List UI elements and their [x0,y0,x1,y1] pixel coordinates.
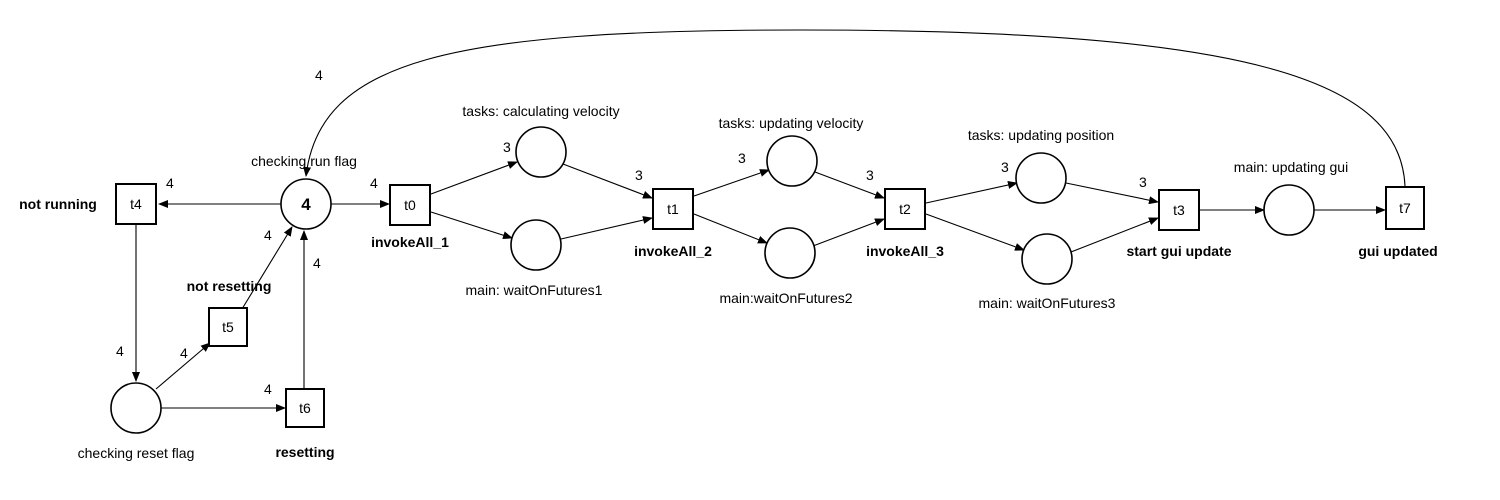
label-updating-position: tasks: updating position [968,127,1114,143]
label-updating-gui: main: updating gui [1234,159,1348,175]
place-wait-on-futures3[interactable] [1021,233,1073,285]
weight-reset-t6: 4 [264,381,272,397]
label-updating-velocity: tasks: updating velocity [719,115,864,131]
place-updating-gui[interactable] [1263,184,1315,236]
label-start-gui-update: start gui update [1126,243,1231,259]
arc-wait-futures3-to-t3 [1070,217,1159,253]
transition-id: t1 [667,201,679,217]
label-checking-run-flag: checking run flag [251,153,357,169]
places: 4 [110,126,1315,434]
place-labels: checking run flag checking reset flag ta… [78,103,1349,461]
arc-reset-flag-to-t5 [155,342,211,390]
label-resetting: resetting [275,444,334,460]
transition-t0[interactable]: t0 [389,184,431,226]
weight-t1-updvel: 3 [738,150,746,166]
transition-id: t5 [222,319,234,335]
transition-id: t6 [299,400,311,416]
weight-t7-run: 4 [315,67,323,83]
arc-wait-futures1-to-t1 [560,216,653,240]
transitions: t0 t1 t2 t3 t4 t5 t6 t7 [115,183,1425,428]
arc-t5-to-run-flag [241,226,293,310]
weight-t2-updpos: 3 [1001,159,1009,175]
place-updating-position[interactable] [1015,152,1067,204]
transition-t6[interactable]: t6 [285,388,325,428]
arc-t2-to-update-position [925,181,1018,204]
label-wait-on-futures2: main:waitOnFutures2 [719,290,852,306]
arcs [132,29,1406,412]
label-wait-on-futures1: main: waitOnFutures1 [466,282,603,298]
weight-updvel-t2: 3 [866,167,874,183]
weight-t0-calc: 3 [503,139,511,155]
transition-t5[interactable]: t5 [208,307,248,347]
arc-update-velocity-to-t2 [814,171,885,199]
arc-t2-to-wait-futures3 [925,213,1025,251]
arc-t7-to-run-flag [303,29,1406,187]
arc-weights: 4 4 4 4 4 4 4 4 3 3 3 3 3 3 [116,67,1147,397]
weight-t6-run: 4 [313,255,321,271]
arc-t1-to-wait-futures2 [693,213,768,244]
weight-calc-t1: 3 [635,167,643,183]
label-invoke-all-3: invokeAll_3 [866,243,944,259]
label-invoke-all-2: invokeAll_2 [634,243,712,259]
weight-run-t0: 4 [370,175,378,191]
label-not-resetting: not resetting [187,278,272,294]
transition-t1[interactable]: t1 [652,188,694,230]
place-updating-velocity[interactable] [766,135,818,187]
transition-t2[interactable]: t2 [884,188,926,230]
weight-t4-reset: 4 [116,343,124,359]
place-checking-run-flag[interactable]: 4 [280,178,332,230]
weight-reset-t5: 4 [180,345,188,361]
label-checking-reset-flag: checking reset flag [78,445,195,461]
transition-t4[interactable]: t4 [115,183,157,225]
place-wait-on-futures1[interactable] [510,219,562,271]
arc-t0-to-calc-velocity [430,161,518,195]
arc-t0-to-wait-futures1 [430,211,513,240]
transition-t7[interactable]: t7 [1385,186,1425,230]
label-not-running: not running [19,196,97,212]
label-calculating-velocity: tasks: calculating velocity [462,103,619,119]
arc-t1-to-update-velocity [693,169,770,197]
transition-id: t4 [130,196,142,212]
transition-labels: invokeAll_1 invokeAll_2 invokeAll_3 star… [19,196,1438,460]
weight-updpos-t3: 3 [1139,174,1147,190]
label-gui-updated: gui updated [1358,243,1437,259]
weight-t5-run: 4 [264,227,272,243]
place-checking-reset-flag[interactable] [110,382,162,434]
transition-t3[interactable]: t3 [1158,189,1200,231]
transition-id: t3 [1173,202,1185,218]
label-wait-on-futures3: main: waitOnFutures3 [979,295,1116,311]
weight-run-t4: 4 [166,175,174,191]
transition-id: t7 [1399,200,1411,216]
transition-id: t0 [404,197,416,213]
arc-calc-velocity-to-t1 [562,163,653,199]
place-calculating-velocity[interactable] [515,126,567,178]
arc-update-position-to-t3 [1065,182,1159,205]
transition-id: t2 [899,201,911,217]
place-wait-on-futures2[interactable] [764,227,816,279]
token-count: 4 [301,195,311,214]
arc-wait-futures2-to-t2 [812,218,885,247]
label-invoke-all-1: invokeAll_1 [371,234,449,250]
